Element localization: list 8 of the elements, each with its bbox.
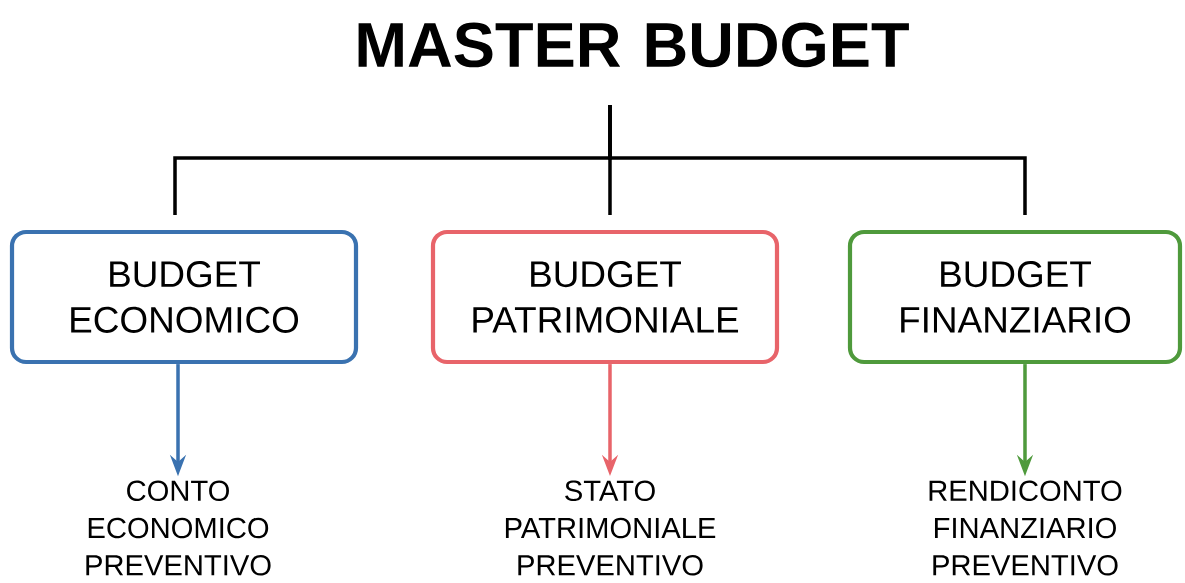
connector-line xyxy=(608,105,1027,215)
budget-box: BUDGET FINANZIARIO xyxy=(847,229,1183,365)
result-text: CONTO ECONOMICO PREVENTIVO xyxy=(86,480,271,576)
budget-box: BUDGET PATRIMONIALE xyxy=(430,229,780,365)
title-text: MASTER BUDGET xyxy=(358,22,909,68)
budget-box: BUDGET ECONOMICO xyxy=(9,229,359,365)
result-text: RENDICONTO FINANZIARIO PREVENTIVO xyxy=(929,480,1122,576)
result-text: STATO PATRIMONIALE PREVENTIVO xyxy=(505,480,716,576)
